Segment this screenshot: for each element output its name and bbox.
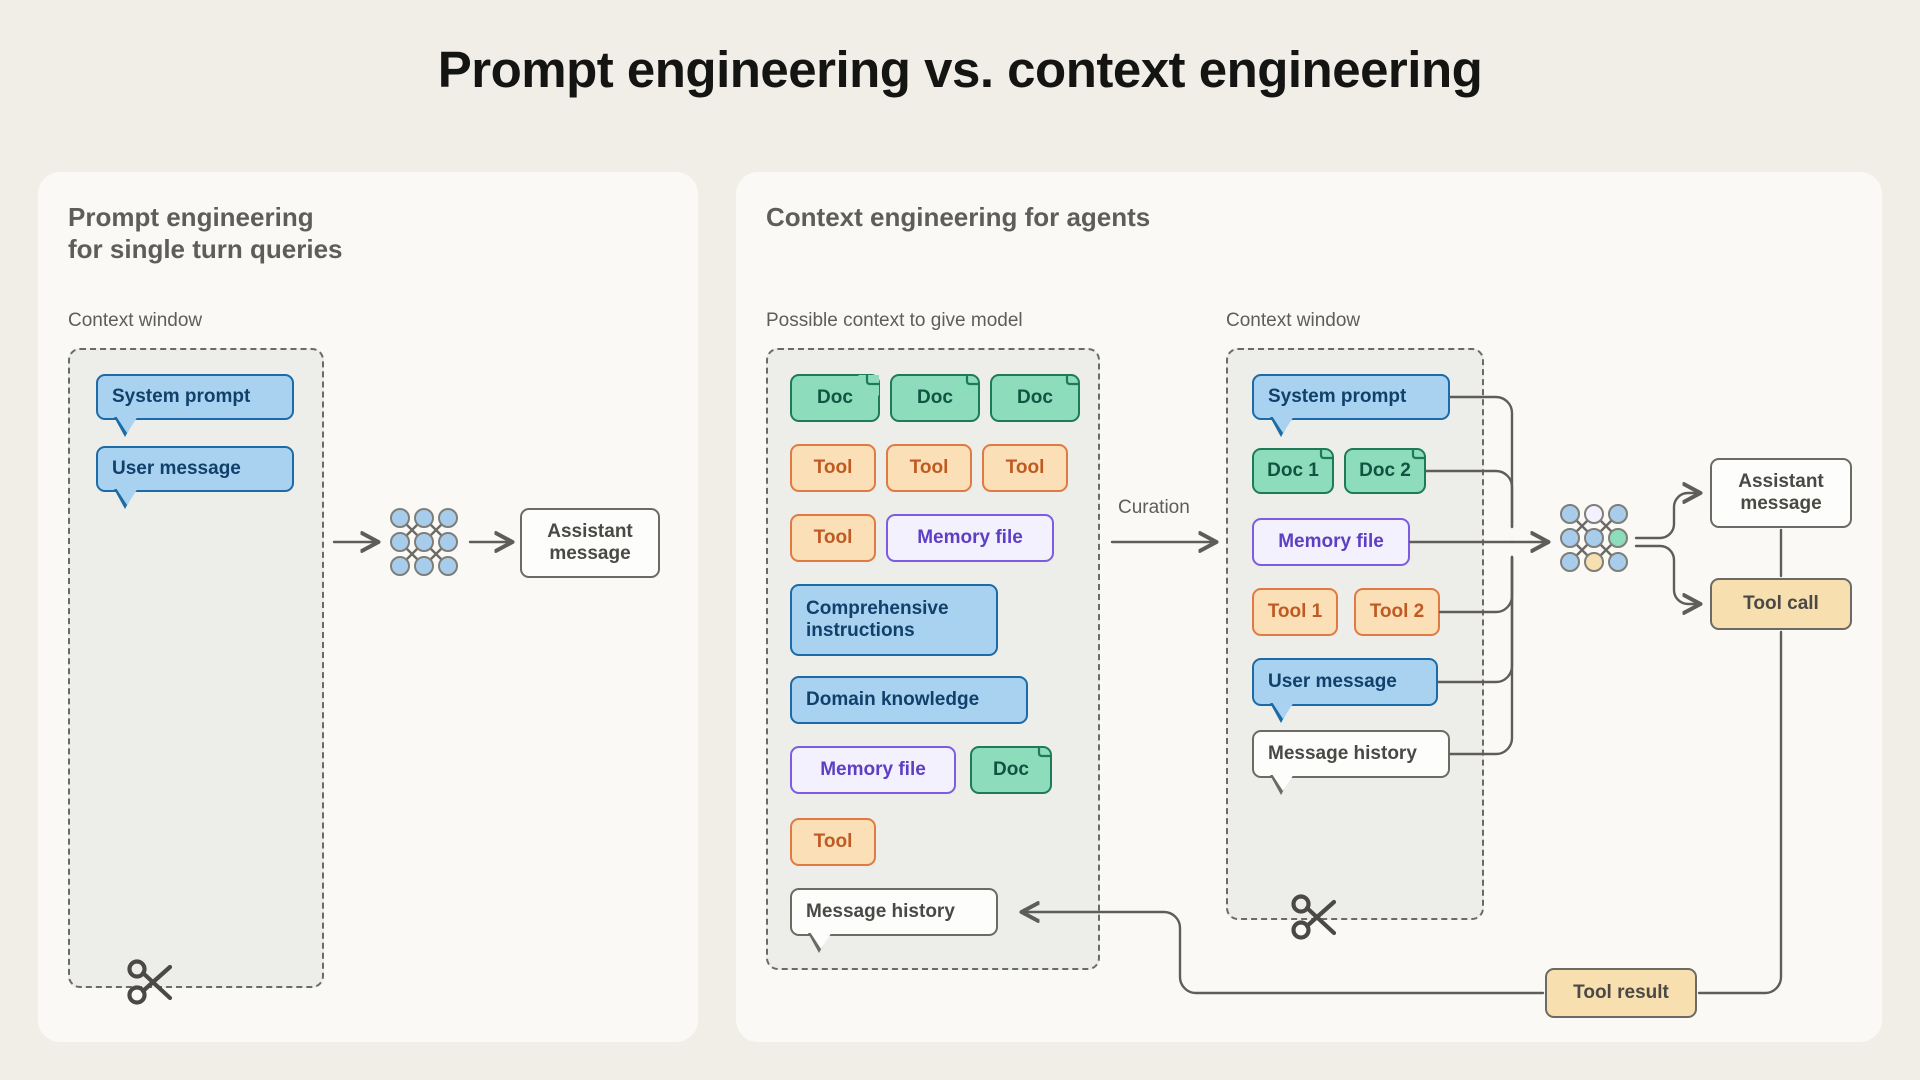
node-tool-2[interactable]: Tool — [886, 444, 972, 492]
possible-context-box — [766, 348, 1100, 970]
node-system-prompt-left[interactable]: System prompt — [96, 374, 294, 437]
node-label: Tool result — [1573, 981, 1669, 1003]
neural-network-icon-right — [1558, 502, 1630, 574]
left-context-window — [68, 348, 324, 988]
node-label: Doc 1 — [1267, 459, 1319, 481]
node-label: Doc 2 — [1359, 459, 1411, 481]
node-doc-1-ctx[interactable]: Doc 1 — [1252, 448, 1334, 494]
node-doc-3[interactable]: Doc — [990, 374, 1080, 422]
right-panel-heading: Context engineering for agents — [766, 202, 1151, 232]
node-message-history-ctx[interactable]: Message history — [1252, 730, 1450, 795]
node-label: Memory file — [917, 526, 1023, 548]
node-user-message-right[interactable]: User message — [1252, 658, 1438, 723]
node-label: Memory file — [820, 758, 926, 780]
node-label: Doc — [817, 386, 853, 408]
node-label: Tool 1 — [1267, 600, 1323, 622]
node-domain-knowledge[interactable]: Domain knowledge — [790, 676, 1028, 724]
doc-fold-icon — [1319, 449, 1333, 460]
node-tool-4[interactable]: Tool — [790, 514, 876, 562]
node-assistant-message-left[interactable]: Assistant message — [520, 508, 660, 578]
node-tool-call[interactable]: Tool call — [1710, 578, 1852, 630]
neural-network-icon-left — [388, 506, 460, 578]
node-label: Memory file — [1278, 530, 1384, 552]
node-label: Comprehensive instructions — [806, 597, 949, 641]
curation-label: Curation — [1118, 497, 1190, 518]
node-label: System prompt — [1268, 385, 1407, 407]
node-label: Doc — [993, 758, 1029, 780]
possible-context-label: Possible context to give model — [766, 310, 1023, 331]
node-label: System prompt — [112, 385, 251, 407]
node-label: Tool — [813, 830, 853, 852]
node-label: User message — [112, 457, 241, 479]
node-label: User message — [1268, 670, 1397, 692]
page-title: Prompt engineering vs. context engineeri… — [437, 41, 1483, 98]
node-label: Doc — [1017, 386, 1053, 408]
node-memory-file-2[interactable]: Memory file — [790, 746, 956, 794]
node-label: Domain knowledge — [806, 688, 980, 710]
node-memory-file-ctx[interactable]: Memory file — [1252, 518, 1410, 566]
node-label: Assistant message — [547, 520, 633, 564]
node-doc-2-ctx[interactable]: Doc 2 — [1344, 448, 1426, 494]
node-doc-1[interactable]: Doc — [790, 374, 880, 422]
node-system-prompt-right[interactable]: System prompt — [1252, 374, 1450, 437]
node-message-history-possible[interactable]: Message history — [790, 888, 998, 953]
node-tool-result[interactable]: Tool result — [1545, 968, 1697, 1018]
node-tool-2-ctx[interactable]: Tool 2 — [1354, 588, 1440, 636]
left-panel-heading: Prompt engineering for single turn queri… — [68, 202, 343, 264]
doc-fold-icon — [1065, 375, 1079, 386]
node-doc-4[interactable]: Doc — [970, 746, 1052, 794]
doc-fold-icon — [1037, 747, 1051, 758]
node-tool-5[interactable]: Tool — [790, 818, 876, 866]
node-user-message-left[interactable]: User message — [96, 446, 294, 509]
node-label: Tool 2 — [1369, 600, 1425, 622]
right-context-window-label: Context window — [1226, 310, 1361, 331]
doc-fold-icon — [858, 375, 879, 396]
node-label: Tool call — [1743, 592, 1819, 614]
node-label: Message history — [806, 900, 955, 922]
node-assistant-message-right[interactable]: Assistant message — [1710, 458, 1852, 528]
node-tool-1[interactable]: Tool — [790, 444, 876, 492]
node-tool-1-ctx[interactable]: Tool 1 — [1252, 588, 1338, 636]
doc-fold-icon — [965, 375, 979, 386]
node-label: Assistant message — [1738, 470, 1824, 514]
node-memory-file-1[interactable]: Memory file — [886, 514, 1054, 562]
node-comprehensive-instructions[interactable]: Comprehensive instructions — [790, 584, 998, 656]
doc-fold-icon — [1411, 449, 1425, 460]
left-context-window-label: Context window — [68, 310, 203, 331]
node-label: Message history — [1268, 742, 1417, 764]
node-label: Doc — [917, 386, 953, 408]
node-label: Tool — [813, 526, 853, 548]
node-label: Tool — [909, 456, 949, 478]
node-label: Tool — [813, 456, 853, 478]
node-tool-3[interactable]: Tool — [982, 444, 1068, 492]
scissors-icon-right — [1288, 890, 1344, 951]
node-label: Tool — [1005, 456, 1045, 478]
scissors-icon-left — [124, 955, 180, 1016]
node-doc-2[interactable]: Doc — [890, 374, 980, 422]
